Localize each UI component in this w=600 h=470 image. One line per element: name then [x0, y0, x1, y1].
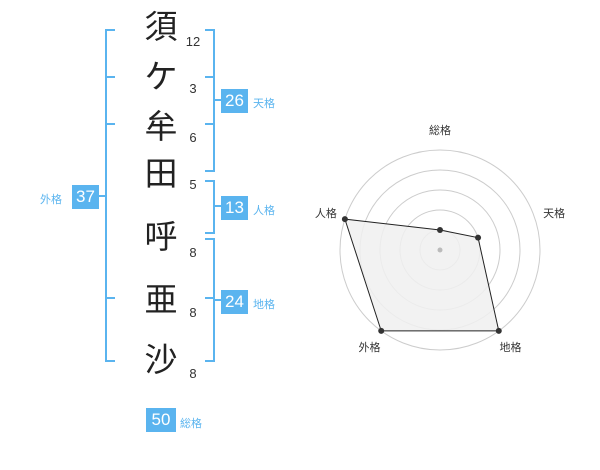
- soukaku-value: 50: [146, 408, 176, 432]
- bracket-connector: [99, 195, 107, 197]
- radar-point: [341, 216, 348, 223]
- bracket-tick: [107, 76, 115, 78]
- radar-point: [475, 234, 482, 241]
- name-char-5: 呼: [144, 217, 178, 256]
- bracket-connector: [213, 205, 221, 207]
- jinkaku-value: 13: [221, 196, 248, 220]
- radar-axis-label: 地格: [500, 340, 522, 354]
- soukaku-label: 総格: [180, 417, 202, 430]
- radar-axis-label: 天格: [543, 206, 565, 220]
- radar-ring: [339, 149, 541, 351]
- tenkaku-label: 天格: [253, 97, 275, 110]
- bracket-tick: [107, 297, 115, 299]
- chikaku-label: 地格: [253, 298, 275, 311]
- jinkaku-label: 人格: [253, 204, 275, 217]
- radar-axis-label: 外格: [358, 340, 380, 354]
- bracket-connector: [213, 299, 221, 301]
- bracket-tick: [205, 297, 213, 299]
- bracket-tick: [205, 123, 213, 125]
- radar-series-area: [344, 218, 500, 332]
- stroke-count-4: 5: [189, 177, 197, 192]
- tenkaku-value: 26: [221, 89, 248, 113]
- stroke-count-7: 8: [189, 366, 197, 381]
- name-char-4: 田: [144, 154, 178, 193]
- stroke-count-1: 12: [185, 34, 201, 49]
- chikaku-value: 24: [221, 290, 248, 314]
- radar-center-dot: [437, 247, 443, 253]
- stroke-count-5: 8: [189, 245, 197, 260]
- gaikaku-value: 37: [72, 185, 99, 209]
- name-char-2: ケ: [144, 57, 178, 96]
- stroke-count-3: 6: [189, 130, 197, 145]
- radar-point: [378, 327, 385, 334]
- radar-axis-label: 総格: [429, 123, 451, 137]
- name-char-7: 沙: [144, 340, 178, 379]
- name-char-6: 亜: [144, 280, 178, 319]
- jinkaku-bracket: [205, 180, 215, 234]
- name-char-1: 須: [144, 7, 178, 46]
- bracket-tick: [107, 123, 115, 125]
- radar-point: [495, 327, 502, 334]
- radar-point: [437, 227, 443, 233]
- radar-axis-label: 人格: [315, 206, 337, 220]
- gaikaku-label: 外格: [40, 193, 62, 206]
- stroke-count-6: 8: [189, 305, 197, 320]
- name-char-3: 牟: [144, 107, 178, 146]
- bracket-connector: [213, 99, 221, 101]
- stroke-count-2: 3: [189, 81, 197, 96]
- bracket-tick: [205, 76, 213, 78]
